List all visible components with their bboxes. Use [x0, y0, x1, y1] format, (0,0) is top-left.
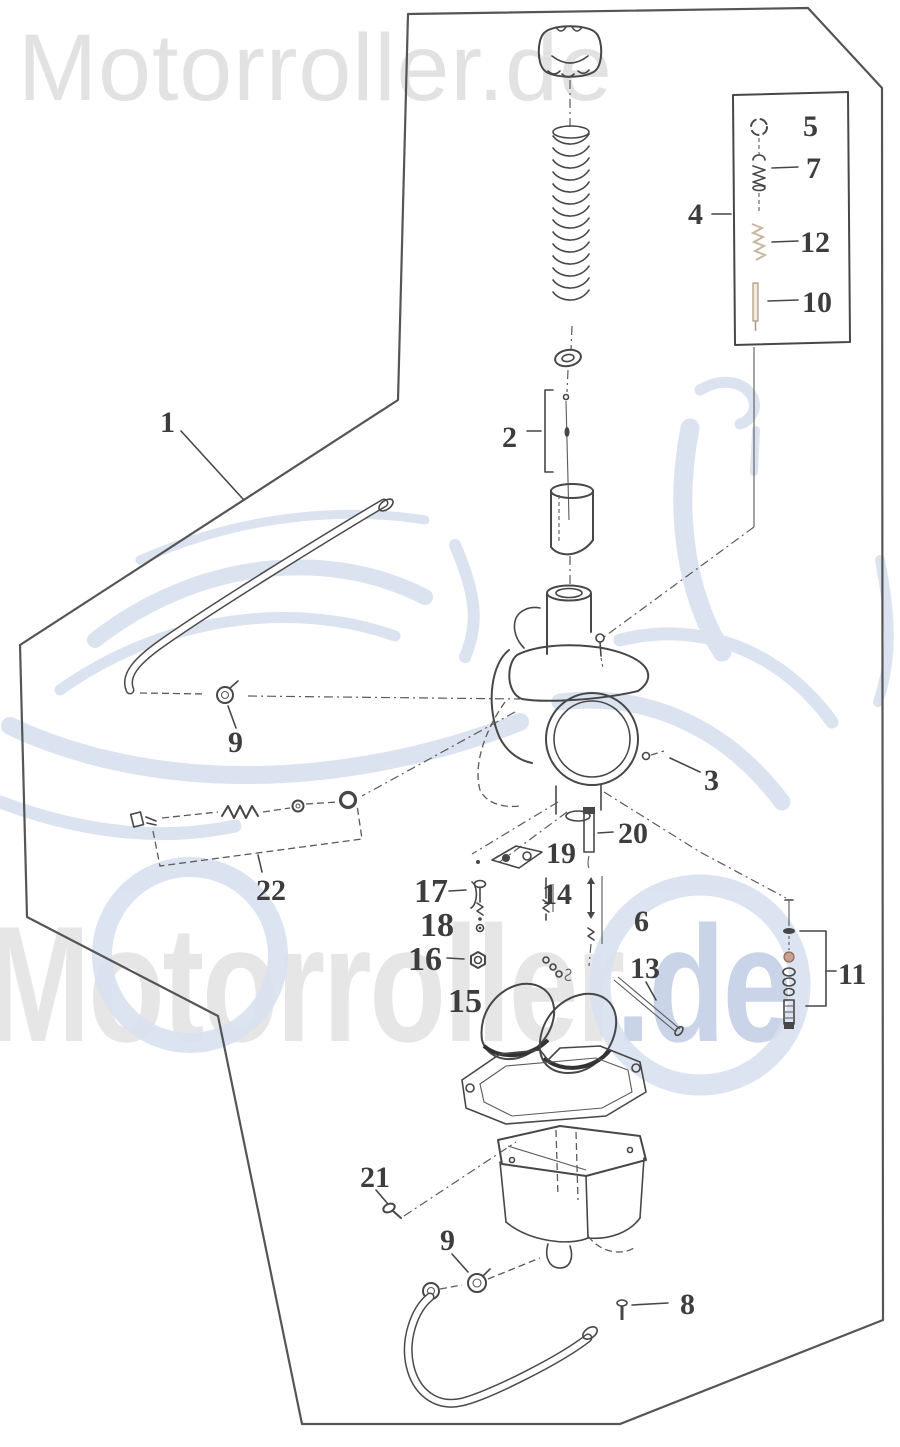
carb-top-cap [537, 25, 603, 128]
bowl-screw-21 [375, 1141, 517, 1219]
part-label-4: 4 [688, 198, 703, 231]
part-label-13: 13 [630, 952, 660, 985]
part-label-1: 1 [160, 406, 175, 439]
part-label-5: 5 [803, 110, 818, 143]
part-label-14: 14 [542, 878, 572, 911]
part-label-9-bottom: 9 [440, 1224, 455, 1257]
part-label-10: 10 [802, 286, 832, 319]
throttle-spring [552, 125, 590, 351]
part-label-11: 11 [838, 958, 866, 991]
part-label-20: 20 [618, 817, 648, 850]
leader-1 [180, 430, 244, 500]
part-label-17: 17 [414, 873, 448, 910]
panel-outline [18, 6, 885, 1426]
part-label-9-top: 9 [228, 726, 243, 759]
part-label-18: 18 [420, 907, 454, 944]
part-3-pointer [641, 750, 701, 773]
inset-box-needle-set [603, 91, 851, 638]
vent-hose-left [124, 498, 521, 797]
float-bowl [497, 1125, 647, 1269]
jet-cluster [446, 801, 614, 969]
part-label-16: 16 [408, 941, 442, 978]
idle-screw-set [603, 791, 837, 1029]
part-label-12: 12 [800, 226, 830, 259]
part-label-21: 21 [360, 1161, 390, 1194]
part-label-2: 2 [502, 421, 517, 454]
bowl-gasket [461, 1045, 647, 1125]
carburetor-body [477, 584, 650, 822]
drain-hose-bottom [403, 1253, 669, 1408]
starter-plunger-set [129, 790, 363, 873]
watermark-scooter-art [0, 376, 894, 1096]
throttle-slide [550, 483, 594, 588]
part-label-7: 7 [806, 152, 821, 185]
part-label-19: 19 [546, 837, 576, 870]
bracket-22 [152, 804, 363, 867]
bracket-2 [544, 389, 554, 473]
part-label-22: 22 [256, 874, 286, 907]
part-label-15: 15 [448, 983, 482, 1020]
part-label-6: 6 [634, 905, 649, 938]
part-label-3: 3 [704, 764, 719, 797]
part-label-8: 8 [680, 1288, 695, 1321]
needle-and-washer [526, 348, 582, 521]
bracket-11 [799, 930, 827, 1007]
